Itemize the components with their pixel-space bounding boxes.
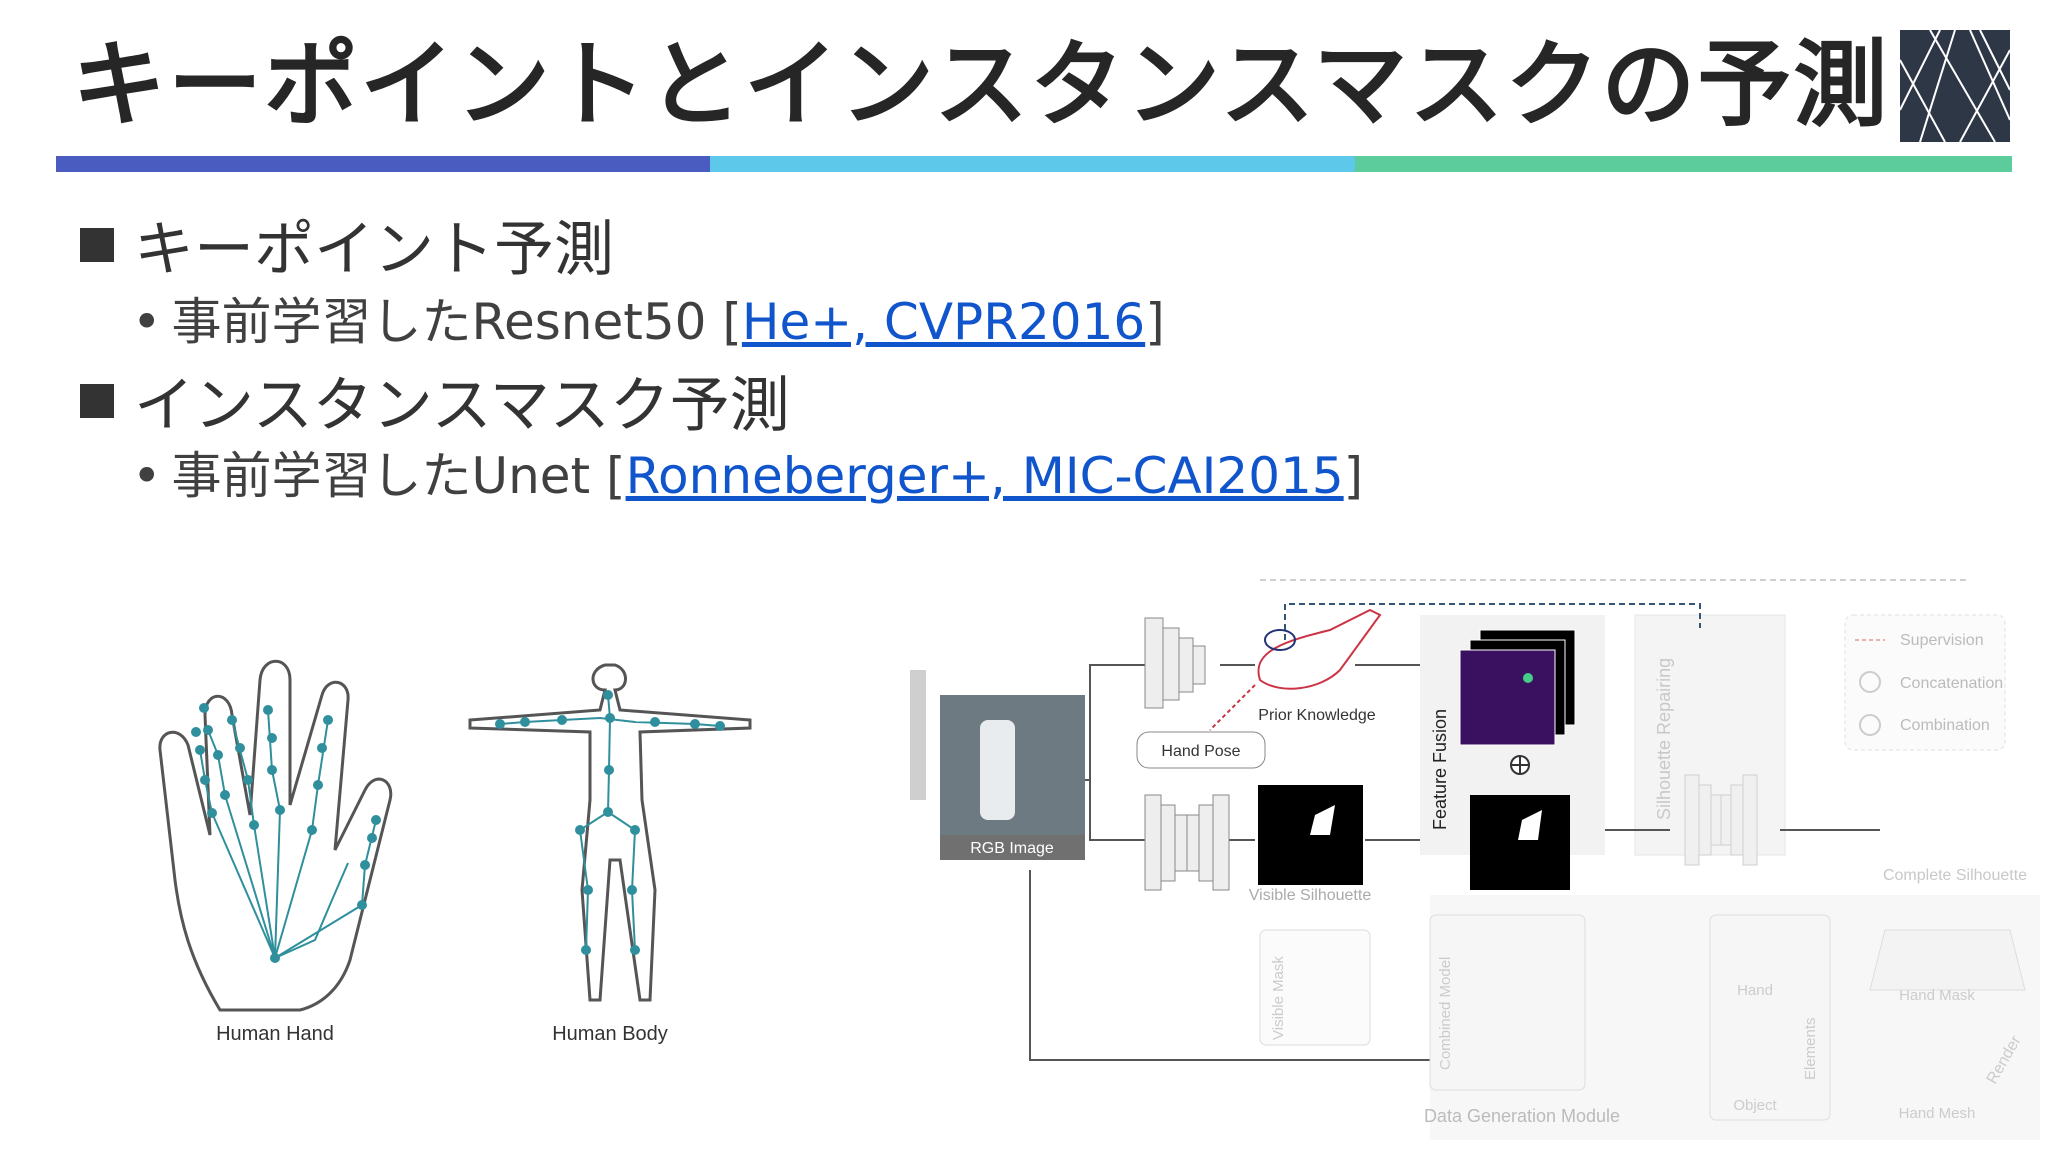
sub-bullet-close: ]	[1145, 293, 1165, 351]
body-label: Human Body	[552, 1023, 668, 1045]
logo	[1899, 29, 2011, 143]
legend-concatenation: Concatenation	[1900, 675, 2003, 692]
dot-bullet-icon: •	[132, 447, 162, 505]
hand-mesh-label: Hand Mesh	[1899, 1105, 1976, 1122]
sub-bullet-text: 事前学習したResnet50 [	[171, 293, 742, 351]
complete-silhouette-label: Complete Silhouette	[1883, 867, 2027, 884]
sub-bullet-text: 事前学習したUnet [	[171, 447, 626, 505]
feature-fusion-label: Feature Fusion	[1430, 709, 1450, 830]
body-outline	[468, 663, 752, 1002]
bullet-heading: インスタンスマスク予測	[134, 371, 790, 441]
hand-mask-label: Hand Mask	[1899, 987, 1975, 1004]
sub-bullet-resnet: •事前学習したResnet50 [He+, CVPR2016]	[132, 292, 1165, 352]
bullet-instance-mask: インスタンスマスク予測	[80, 370, 790, 442]
combined-model-label: Combined Model	[1437, 957, 1454, 1070]
legend-combination: Combination	[1900, 717, 1990, 734]
sub-bullet-unet: •事前学習したUnet [Ronneberger+, MIC-CAI2015]	[132, 446, 1363, 506]
square-bullet-icon	[80, 228, 114, 262]
prior-knowledge-label: Prior Knowledge	[1258, 707, 1376, 724]
title-underline-green	[1355, 156, 2012, 172]
legend-supervision: Supervision	[1900, 632, 1984, 649]
hand-label: Human Hand	[216, 1023, 334, 1045]
hand-outline	[158, 659, 393, 1012]
citation-link-ronneberger[interactable]: Ronneberger+, MIC-CAI2015	[625, 447, 1344, 505]
title-underline-blue	[56, 156, 710, 172]
title-underline-cyan	[710, 156, 1355, 172]
dot-bullet-icon: •	[132, 293, 162, 351]
sub-bullet-close: ]	[1343, 447, 1364, 505]
keypoint-figure: Human Hand Human Body	[150, 620, 800, 1060]
elements-label: Elements	[1802, 1017, 1819, 1080]
citation-link-he[interactable]: He+, CVPR2016	[741, 293, 1146, 351]
square-bullet-icon	[80, 384, 114, 418]
hand-element-label: Hand	[1737, 982, 1773, 999]
slide-title: キーポイントとインスタンスマスクの予測	[72, 31, 1890, 140]
hand-pose-label: Hand Pose	[1161, 743, 1240, 760]
object-element-label: Object	[1733, 1097, 1777, 1114]
visible-mask-label: Visible Mask	[1270, 956, 1287, 1040]
silhouette-repairing-label: Silhouette Repairing	[1654, 658, 1674, 820]
bullet-heading: キーポイント予測	[134, 215, 614, 285]
rgb-image-label: RGB Image	[970, 840, 1054, 857]
pipeline-figure: RGB Image	[910, 570, 2040, 1140]
visible-silhouette-label: Visible Silhouette	[1249, 887, 1372, 904]
bullet-keypoint: キーポイント予測	[80, 214, 614, 286]
data-generation-module-label: Data Generation Module	[1424, 1106, 1620, 1126]
